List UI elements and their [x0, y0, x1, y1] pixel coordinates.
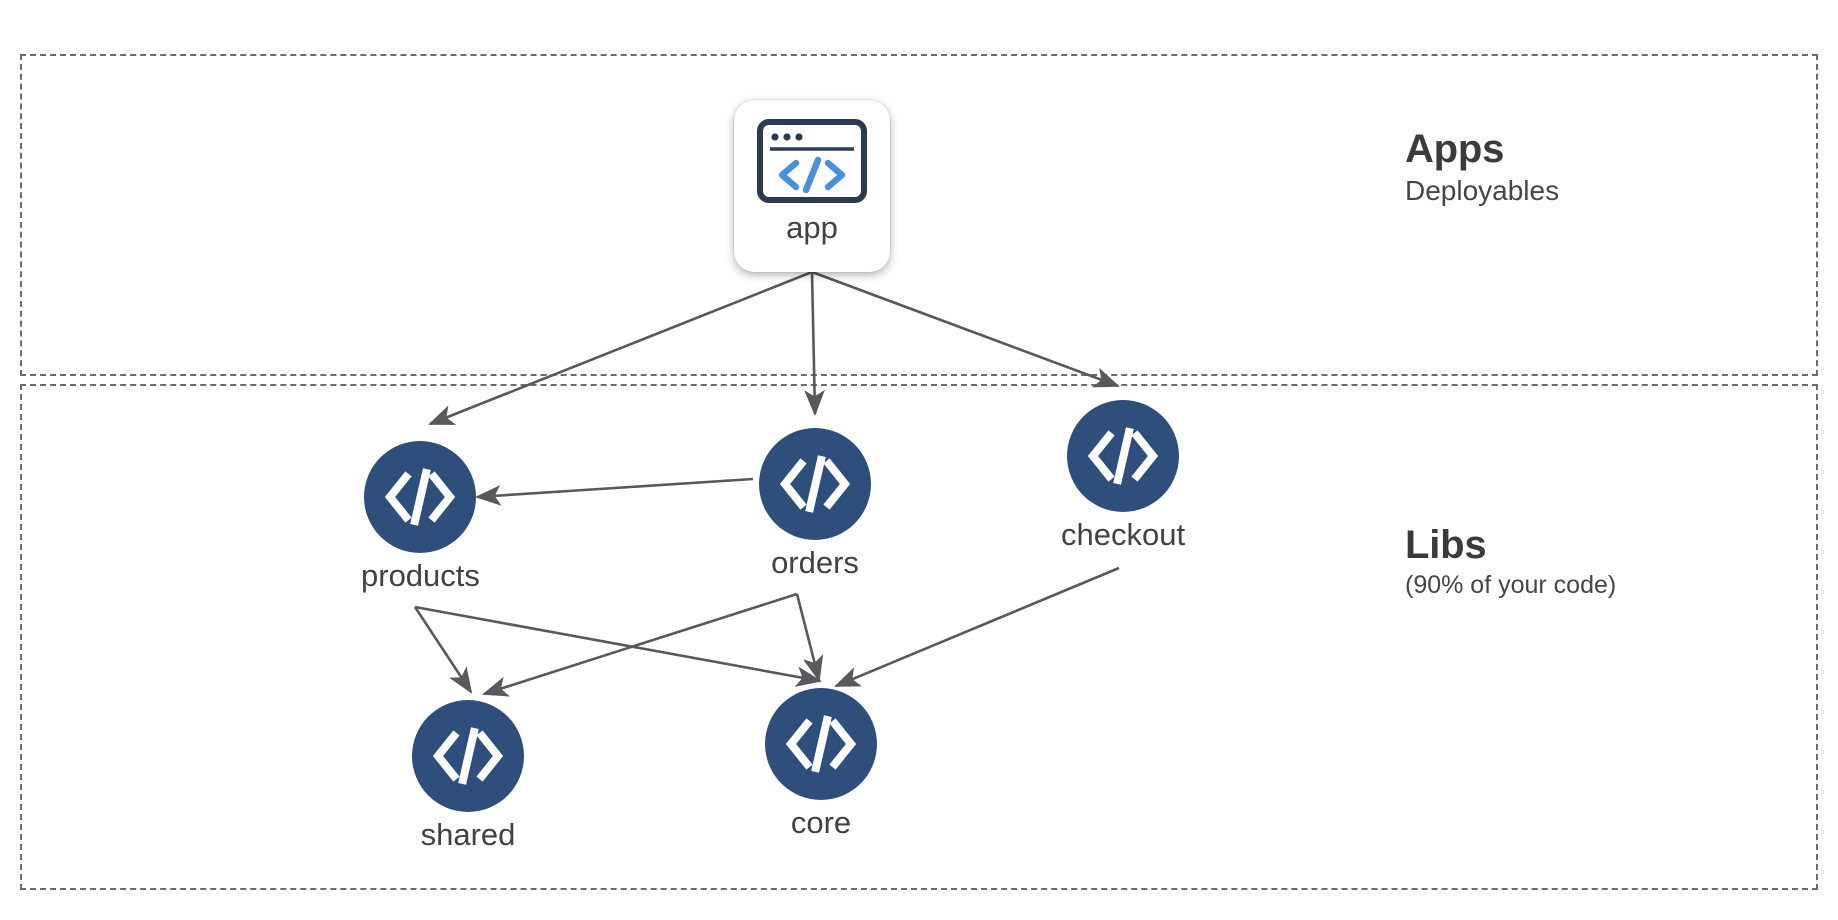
- node-shared-label: shared: [420, 817, 516, 852]
- zone-libs-title: Libs: [1405, 523, 1487, 567]
- node-shared[interactable]: shared: [412, 700, 524, 850]
- node-core[interactable]: core: [765, 688, 877, 838]
- zone-apps: [20, 54, 1818, 376]
- zone-legend-libs: Libs (90% of your code): [1405, 523, 1617, 600]
- node-products[interactable]: products: [361, 441, 480, 591]
- zone-apps-title: Apps: [1405, 127, 1505, 171]
- node-core-label: core: [790, 805, 852, 840]
- node-checkout[interactable]: checkout: [1061, 400, 1185, 550]
- code-brackets-icon: [765, 688, 877, 800]
- code-brackets-icon: [759, 428, 871, 540]
- code-brackets-icon: [364, 441, 477, 553]
- node-orders-label: orders: [771, 545, 859, 580]
- zone-libs-subtitle: (90% of your code): [1405, 571, 1617, 600]
- code-brackets-icon: [1067, 400, 1180, 512]
- node-app-label: app: [786, 210, 838, 245]
- code-brackets-icon: [412, 700, 524, 812]
- zone-apps-subtitle: Deployables: [1405, 175, 1560, 207]
- node-products-label: products: [361, 558, 480, 593]
- zone-legend-apps: Apps Deployables: [1405, 127, 1560, 208]
- node-checkout-label: checkout: [1061, 517, 1186, 552]
- zone-libs: [20, 384, 1818, 890]
- node-app[interactable]: app: [734, 100, 890, 272]
- code-window-icon: [756, 118, 868, 204]
- node-orders[interactable]: orders: [759, 428, 871, 578]
